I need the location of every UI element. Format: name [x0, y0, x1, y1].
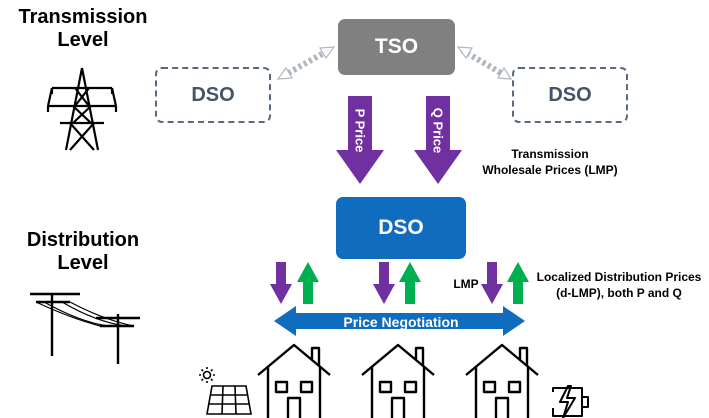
price-negotiation-arrow [274, 306, 525, 336]
distribution-level-line2: Level [57, 252, 109, 274]
transmission-level-line1: Transmission [18, 6, 148, 28]
distribution-poles-icon [30, 292, 140, 364]
transmission-prices-line2: Wholesale Prices (LMP) [482, 163, 618, 178]
dso-node-left: DSO [155, 67, 271, 123]
distribution-level-line1: Distribution [26, 229, 140, 251]
price-down-arrow [373, 262, 395, 304]
response-up-arrow [297, 262, 319, 304]
price-negotiation-label: Price Negotiation [343, 314, 459, 330]
arrow-pair-1 [270, 262, 319, 304]
battery-icon [552, 385, 589, 418]
distribution-prices-line1: Localized Distribution Prices [536, 270, 702, 284]
distribution-level-label: Distribution Level [8, 229, 158, 275]
transmission-prices-line1: Transmission [511, 147, 589, 161]
transmission-level-line2: Level [57, 29, 109, 51]
dso-node-right: DSO [512, 67, 628, 123]
q-price-label: Q Price [430, 107, 446, 154]
arrow-pair-2 [373, 262, 421, 304]
solar-panel-icon [199, 367, 252, 415]
tso-node: TSO [338, 19, 455, 75]
house-icon-1 [257, 343, 331, 418]
tso-dso-right-link [456, 46, 513, 80]
transmission-tower-icon [46, 67, 118, 151]
tso-dso-left-link [276, 46, 336, 80]
response-up-arrow [399, 262, 421, 304]
price-down-arrow [270, 262, 292, 304]
lmp-label: LMP [453, 277, 479, 291]
dso-node-main: DSO [336, 197, 466, 259]
arrow-pair-3 [481, 262, 529, 304]
house-icon-2 [361, 343, 435, 418]
p-price-label: P Price [352, 108, 368, 153]
transmission-level-label: Transmission Level [8, 6, 158, 52]
price-down-arrow [481, 262, 503, 304]
distribution-prices-line2: (d-LMP), both P and Q [556, 286, 682, 301]
q-price-arrow [414, 96, 462, 184]
house-icon-3 [465, 343, 539, 418]
p-price-arrow [336, 96, 384, 184]
response-up-arrow [507, 262, 529, 304]
transmission-prices-note: Transmission Wholesale Prices (LMP) [470, 146, 630, 178]
distribution-prices-note: Localized Distribution Prices (d-LMP), b… [531, 269, 707, 301]
